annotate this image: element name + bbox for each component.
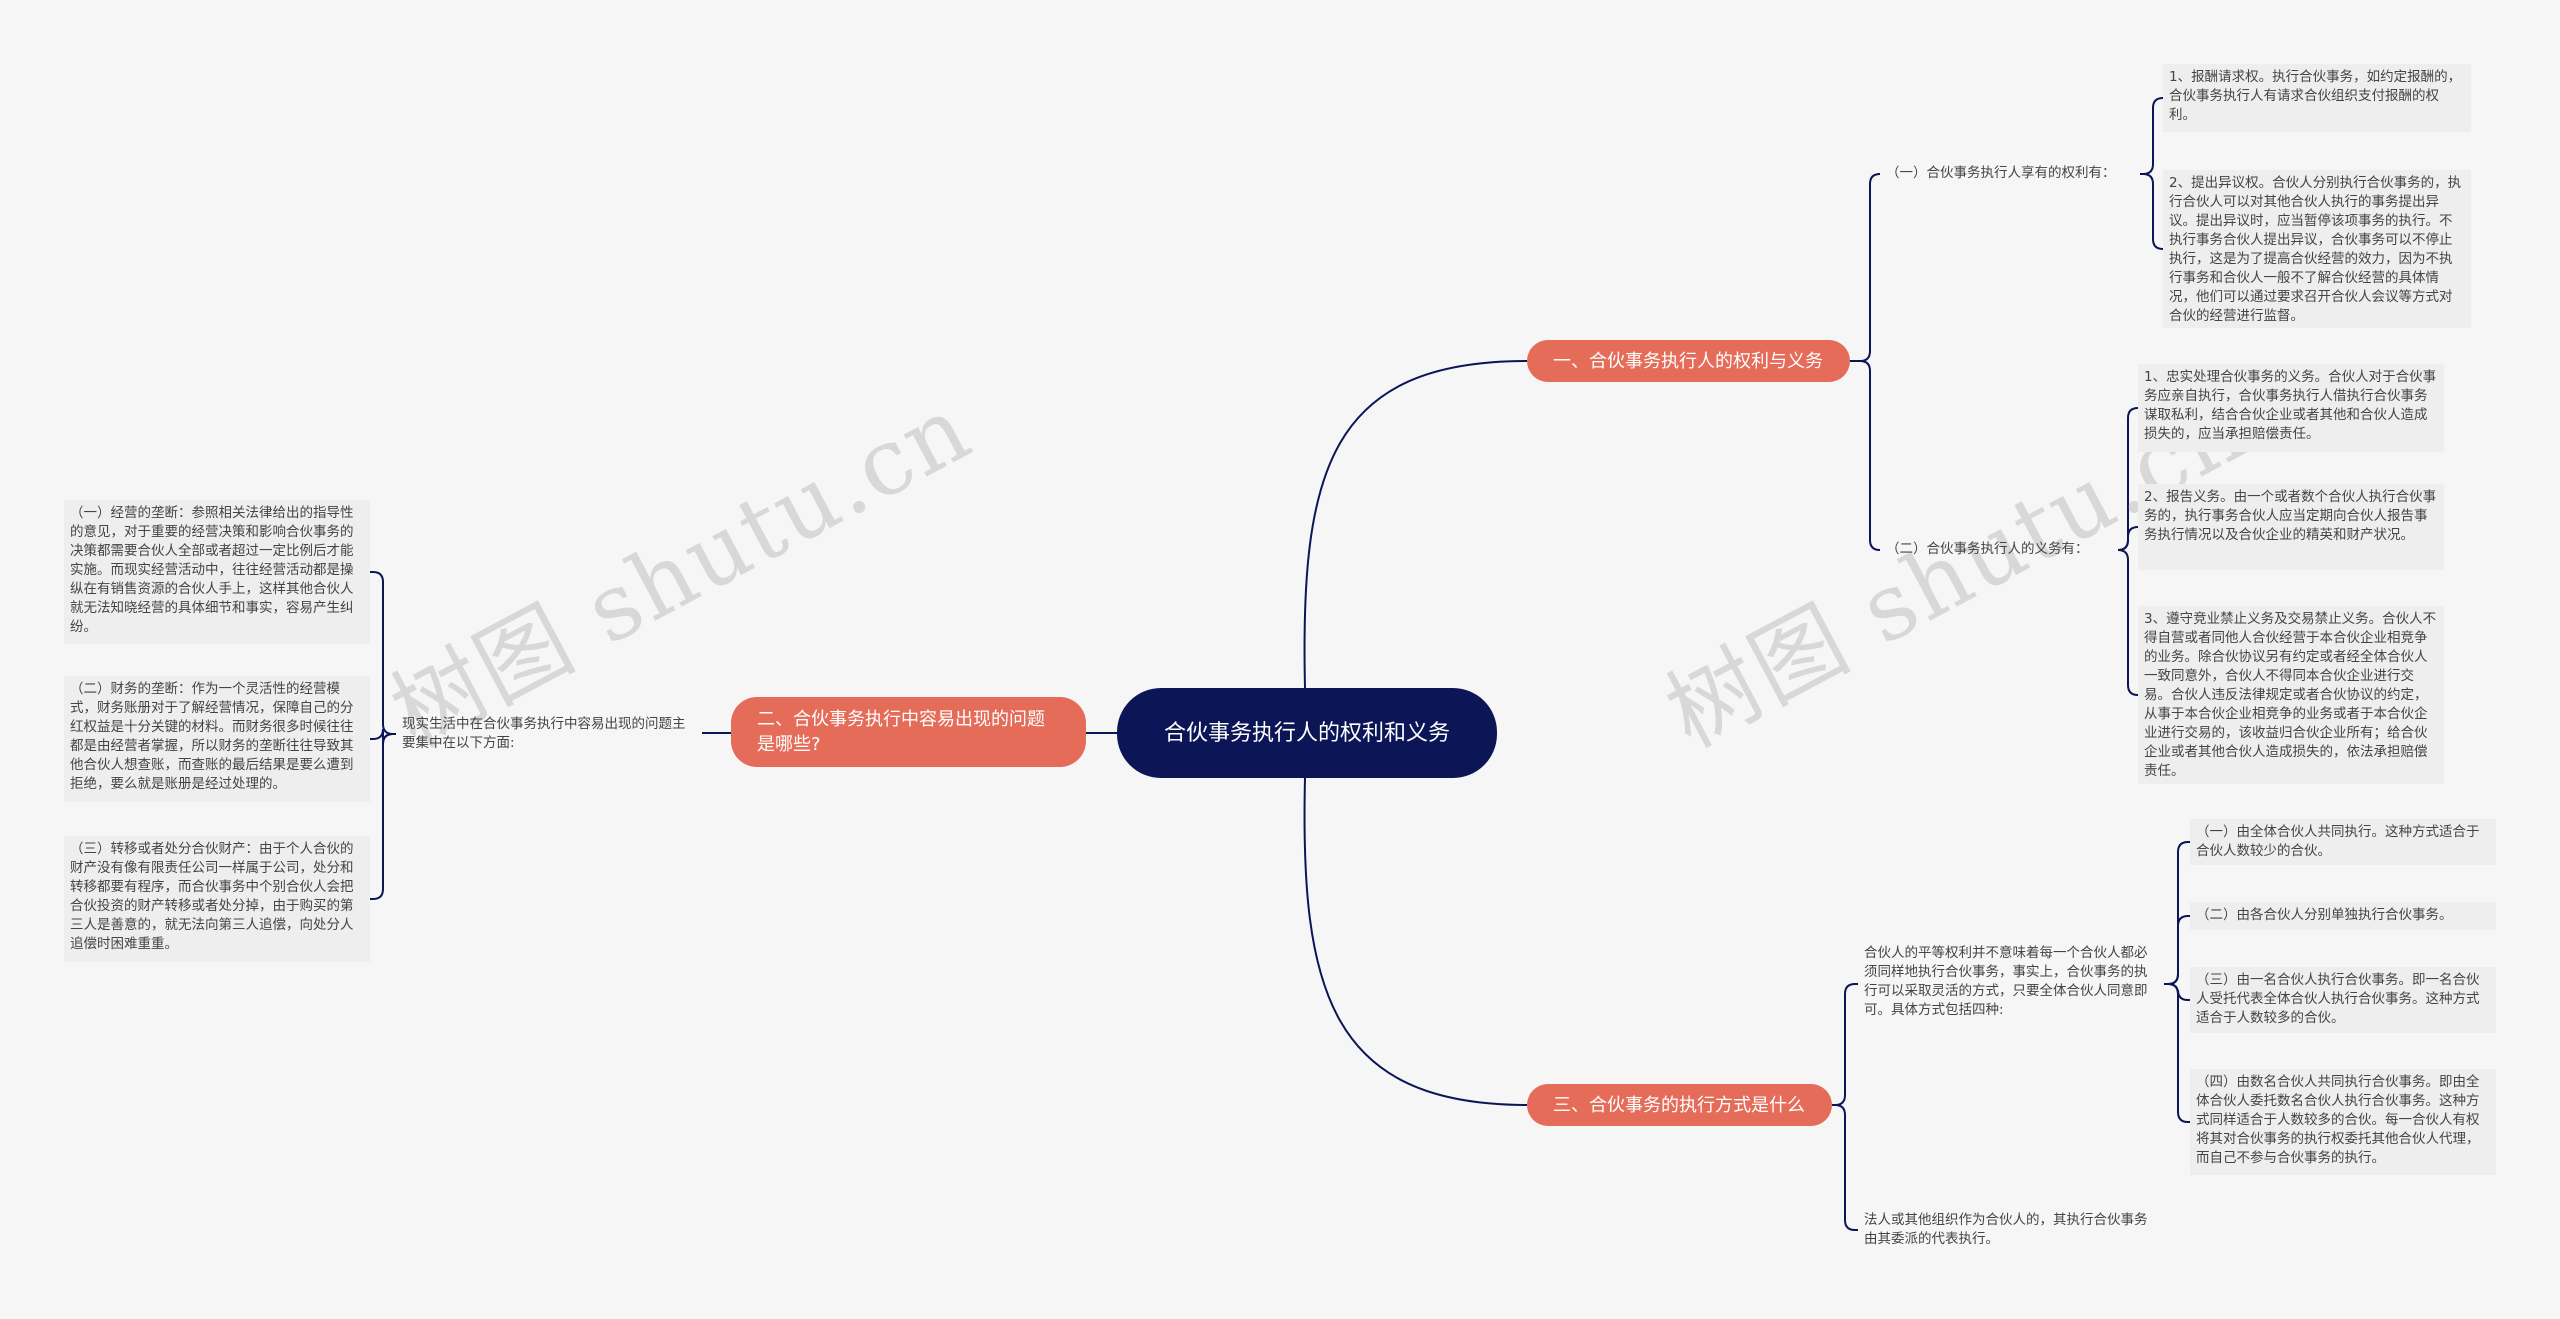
- b1-duty-item-3[interactable]: 3、遵守竞业禁止义务及交易禁止义务。合伙人不得自营或者同他人合伙经营于本合伙企业…: [2138, 606, 2444, 784]
- link-b2-items-3: [370, 733, 396, 900]
- link-b3-groups-2: [1832, 1104, 1858, 1231]
- b3-item-3[interactable]: （三）由一名合伙人执行合伙事务。即一名合伙人受托代表全体合伙人执行合伙事务。这种…: [2190, 967, 2496, 1033]
- b3-note[interactable]: 法人或其他组织作为合伙人的，其执行合伙事务由其委派的代表执行。: [1864, 1212, 2148, 1247]
- b3-item-2[interactable]: （二）由各合伙人分别单独执行合伙事务。: [2190, 902, 2496, 930]
- b2-item-1[interactable]: （一）经营的垄断：参照相关法律给出的指导性的意见，对于重要的经营决策和影响合伙事…: [64, 500, 370, 644]
- link-root-b1: [1303, 360, 1528, 689]
- link-b1-groups-1: [1850, 173, 1881, 362]
- link-b1-rights-2: [2140, 173, 2164, 250]
- link-b1-duties-3: [2117, 549, 2139, 696]
- branch-2-topic[interactable]: 二、合伙事务执行中容易出现的问题是哪些?: [731, 697, 1086, 767]
- root-topic[interactable]: 合伙事务执行人的权利和义务: [1117, 688, 1497, 778]
- b1-duties-label[interactable]: （二）合伙事务执行人的义务有：: [1886, 541, 2089, 557]
- b2-intro[interactable]: 现实生活中在合伙事务执行中容易出现的问题主要集中在以下方面:: [402, 716, 686, 751]
- b1-right-item-2[interactable]: 2、提出异议权。合伙人分别执行合伙事务的，执行合伙人可以对其他合伙人执行的事务提…: [2163, 170, 2471, 328]
- branch-1-topic[interactable]: 一、合伙事务执行人的权利与义务: [1527, 340, 1850, 382]
- b1-rights-label[interactable]: （一）合伙事务执行人享有的权利有：: [1886, 165, 2116, 181]
- link-b3-items-4: [2164, 983, 2190, 1123]
- b3-item-4[interactable]: （四）由数名合伙人共同执行合伙事务。即由全体合伙人委托数名合伙人执行合伙事务。这…: [2190, 1069, 2496, 1175]
- branch-3-topic[interactable]: 三、合伙事务的执行方式是什么: [1527, 1084, 1832, 1126]
- link-b1-duties-1: [2117, 407, 2139, 551]
- link-b3-groups-1: [1832, 983, 1858, 1106]
- link-b1-rights-1: [2140, 97, 2164, 175]
- b1-duty-item-1[interactable]: 1、忠实处理合伙事务的义务。合伙人对于合伙事务应亲自执行，合伙事务执行人借执行合…: [2138, 364, 2444, 452]
- b1-duty-item-2[interactable]: 2、报告义务。由一个或者数个合伙人执行合伙事务的，执行事务合伙人应当定期向合伙人…: [2138, 484, 2444, 570]
- link-root-b3: [1303, 777, 1528, 1106]
- link-b1-groups-2: [1850, 360, 1881, 551]
- link-b3-items-2: [2164, 915, 2190, 985]
- link-b2-items-1: [370, 571, 396, 735]
- b1-right-item-1[interactable]: 1、报酬请求权。执行合伙事务，如约定报酬的，合伙事务执行人有请求合伙组织支付报酬…: [2163, 64, 2471, 132]
- b2-item-2[interactable]: （二）财务的垄断：作为一个灵活性的经营模式，财务账册对于了解经营情况，保障自己的…: [64, 676, 370, 802]
- b3-intro[interactable]: 合伙人的平等权利并不意味着每一个合伙人都必须同样地执行合伙事务，事实上，合伙事务…: [1864, 945, 2148, 1018]
- b3-item-1[interactable]: （一）由全体合伙人共同执行。这种方式适合于合伙人数较少的合伙。: [2190, 819, 2496, 865]
- b2-item-3[interactable]: （三）转移或者处分合伙财产：由于个人合伙的财产没有像有限责任公司一样属于公司，处…: [64, 836, 370, 962]
